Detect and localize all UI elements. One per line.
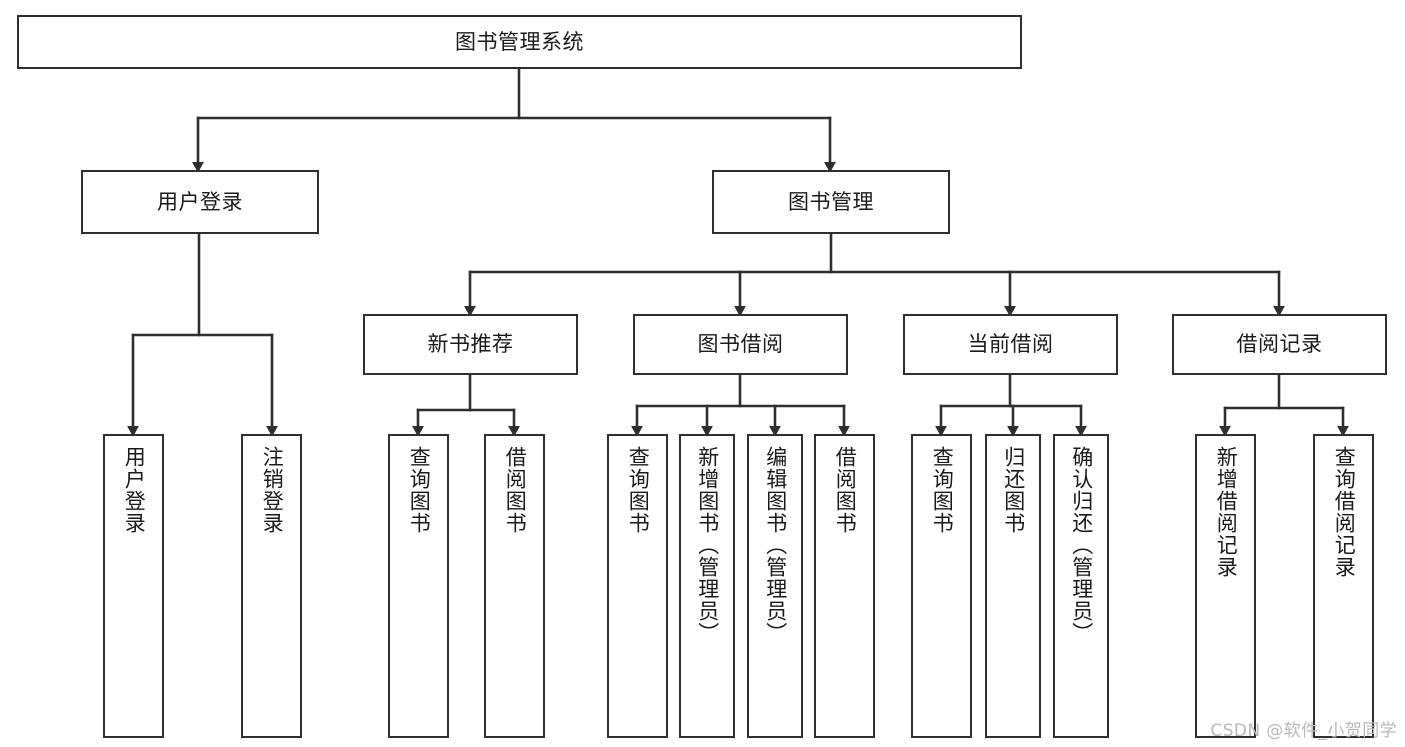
leaf-node-borrow-book[interactable]: 借阅图书: [814, 434, 875, 738]
leaf-node-query-borrow-record-label: 查询借阅记录: [1332, 446, 1357, 578]
leaf-node-user-login[interactable]: 用户登录: [103, 434, 164, 738]
node-user-login-label: 用户登录: [157, 189, 243, 214]
node-borrowing-record-label: 借阅记录: [1236, 332, 1323, 357]
node-new-book-recommendation[interactable]: 新书推荐: [363, 314, 578, 375]
leaf-node-borrow-book-rec-label: 借阅图书: [503, 446, 528, 534]
leaf-node-user-login-label: 用户登录: [122, 446, 147, 534]
leaf-node-borrow-book-rec[interactable]: 借阅图书: [484, 434, 545, 738]
leaf-node-query-book-current-label: 查询图书: [930, 446, 955, 534]
leaf-node-add-borrow-record[interactable]: 新增借阅记录: [1195, 434, 1256, 738]
leaf-node-return-book-label: 归还图书: [1001, 446, 1026, 534]
leaf-node-logout-label: 注销登录: [260, 446, 285, 534]
node-root-label: 图书管理系统: [455, 29, 584, 54]
node-root[interactable]: 图书管理系统: [17, 15, 1022, 69]
node-user-login[interactable]: 用户登录: [81, 170, 319, 234]
leaf-node-return-book[interactable]: 归还图书: [985, 434, 1041, 738]
node-book-borrowing-label: 图书借阅: [697, 332, 784, 357]
leaf-node-edit-book-admin[interactable]: 编辑图书（管理员）: [747, 434, 803, 738]
leaf-node-query-book-current[interactable]: 查询图书: [911, 434, 972, 738]
leaf-node-borrow-book-label: 借阅图书: [833, 446, 858, 534]
leaf-node-query-book-rec[interactable]: 查询图书: [388, 434, 449, 738]
leaf-node-add-book-admin[interactable]: 新增图书（管理员）: [679, 434, 735, 738]
node-current-borrowing-label: 当前借阅: [967, 332, 1054, 357]
node-borrowing-record[interactable]: 借阅记录: [1172, 314, 1387, 375]
leaf-node-query-book-borrow-label: 查询图书: [626, 446, 651, 534]
node-book-management[interactable]: 图书管理: [712, 170, 950, 234]
leaf-node-query-book-borrow[interactable]: 查询图书: [607, 434, 668, 738]
leaf-node-add-borrow-record-label: 新增借阅记录: [1214, 446, 1239, 578]
leaf-node-query-book-rec-label: 查询图书: [407, 446, 432, 534]
leaf-node-logout[interactable]: 注销登录: [241, 434, 302, 738]
csdn-watermark: CSDN @软件_小贺同学: [1210, 721, 1397, 741]
node-book-borrowing[interactable]: 图书借阅: [633, 314, 848, 375]
node-book-management-label: 图书管理: [788, 189, 874, 214]
leaf-node-edit-book-admin-label: 编辑图书（管理员）: [763, 446, 788, 644]
node-current-borrowing[interactable]: 当前借阅: [903, 314, 1118, 375]
leaf-node-add-book-admin-label: 新增图书（管理员）: [695, 446, 720, 644]
leaf-node-confirm-return-admin-label: 确认归还（管理员）: [1069, 446, 1094, 644]
leaf-node-confirm-return-admin[interactable]: 确认归还（管理员）: [1053, 434, 1109, 738]
leaf-node-query-borrow-record[interactable]: 查询借阅记录: [1313, 434, 1374, 738]
node-new-book-recommendation-label: 新书推荐: [427, 332, 514, 357]
